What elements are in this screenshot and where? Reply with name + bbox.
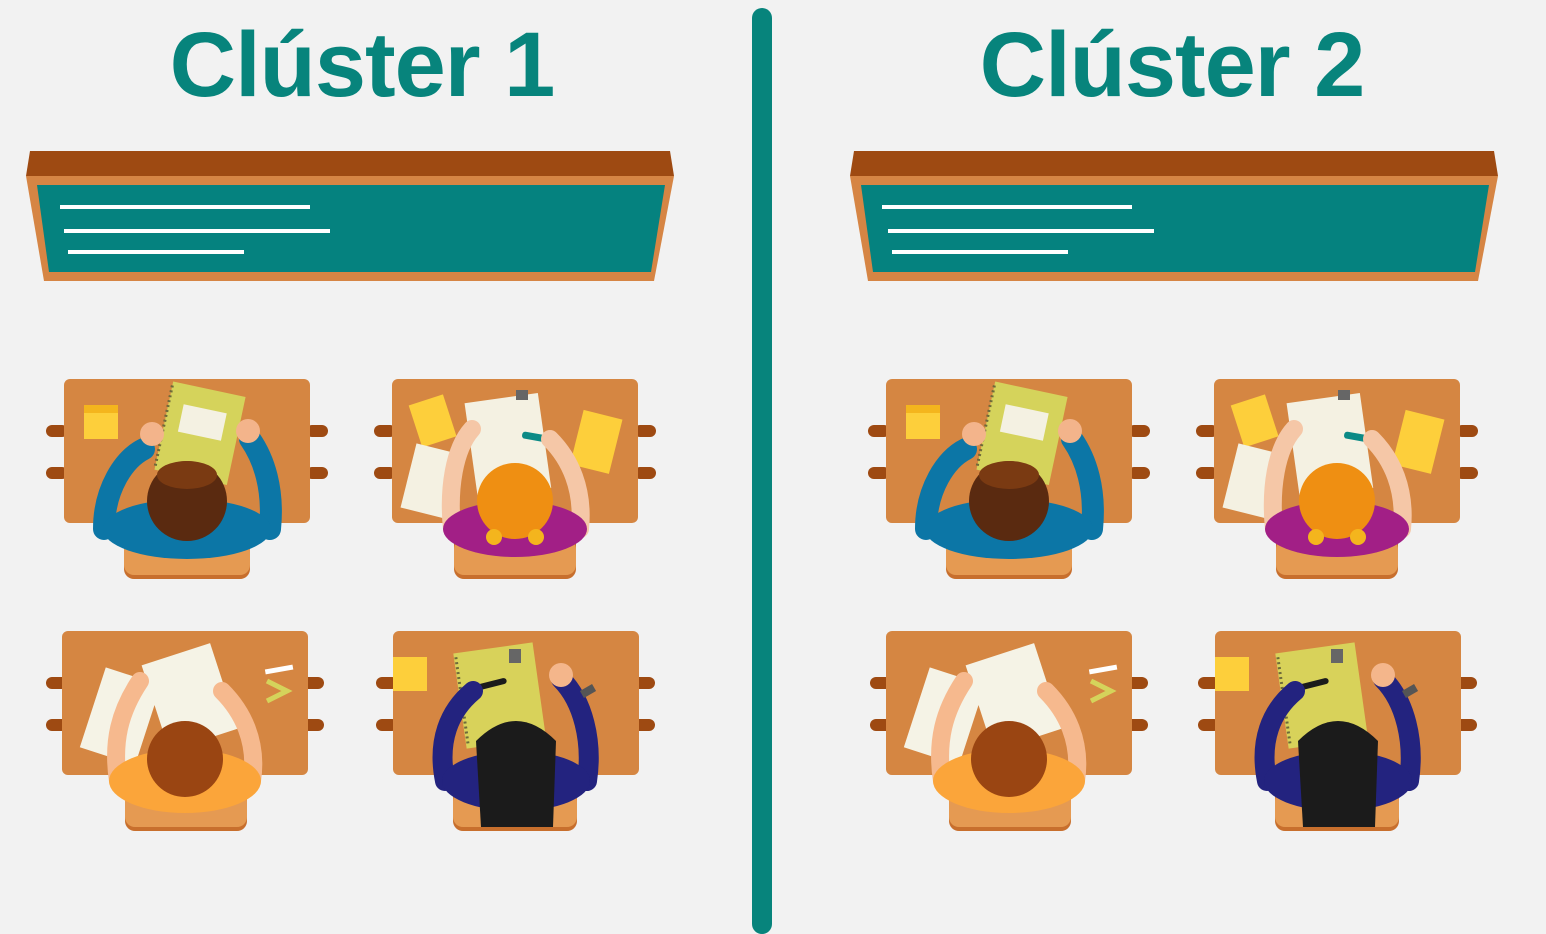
desk-student-blue [868, 379, 1150, 579]
student-head [971, 721, 1047, 797]
binder-clip-icon [1338, 390, 1350, 400]
desk-student-blue [46, 379, 328, 579]
cluster-1: Clúster 1 [0, 0, 760, 934]
notepad-icon [1392, 409, 1445, 474]
desk-student-orange [870, 631, 1148, 831]
sticky-note-icon [408, 394, 457, 448]
binder-clip-icon [509, 649, 521, 663]
chalk-line-2 [64, 229, 330, 233]
binder-clip-icon [516, 390, 528, 400]
cluster-2: Clúster 2 [822, 0, 1546, 934]
sticky-note-icon [393, 657, 427, 691]
pen-icon [1299, 678, 1329, 690]
ruler-icon [1089, 678, 1117, 704]
paper-icon [965, 643, 1062, 751]
binder-clip-icon [1331, 649, 1343, 663]
sticky-note-icon [1230, 394, 1279, 448]
chalkboard [850, 151, 1498, 281]
student-head [477, 463, 553, 539]
cluster-1-illustration [26, 151, 674, 831]
sticky-note-icon [1215, 657, 1249, 691]
chalk-line-3 [892, 250, 1068, 254]
chalkboard [26, 151, 674, 281]
cluster-1-title: Clúster 1 [169, 14, 556, 116]
notepad-icon [570, 409, 623, 474]
chalk-line-1 [882, 205, 1132, 209]
cluster-2-title: Clúster 2 [979, 14, 1366, 116]
paper-icon [141, 643, 238, 751]
desk-student-magenta [374, 379, 656, 579]
student-head [476, 721, 556, 827]
cluster-divider [752, 8, 772, 934]
ruler-icon [265, 678, 293, 704]
student-head [1298, 721, 1378, 827]
desk-student-orange [46, 631, 324, 831]
chalk-icon [1088, 664, 1118, 675]
desk-student-magenta [1196, 379, 1478, 579]
desk-student-navy [1198, 631, 1477, 831]
student-head [1299, 463, 1375, 539]
chalk-icon [264, 664, 294, 675]
desk-student-navy [376, 631, 655, 831]
pen-icon [477, 678, 507, 690]
student-head [147, 721, 223, 797]
chalk-line-3 [68, 250, 244, 254]
chalk-line-1 [60, 205, 310, 209]
chalk-line-2 [888, 229, 1154, 233]
cluster-2-illustration [850, 151, 1498, 831]
